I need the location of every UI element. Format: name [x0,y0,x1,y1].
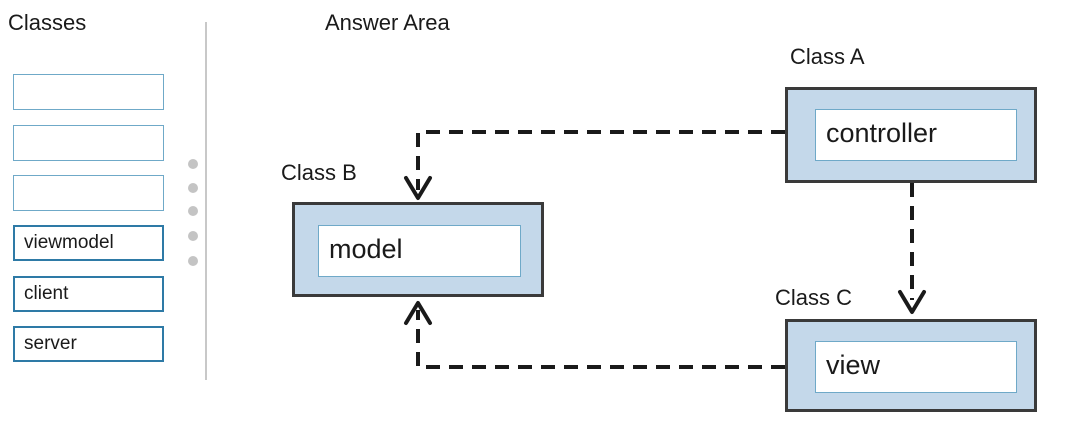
arrow-c-to-b [416,310,785,369]
arrowhead-b-top [404,176,432,200]
empty-slot[interactable] [13,125,164,161]
arrowhead-c-top [898,290,926,314]
classes-heading: Classes [8,10,87,35]
class-item-viewmodel[interactable]: viewmodel [13,225,164,261]
drag-dot [188,183,198,193]
class-a-label: Class A [790,44,865,69]
empty-slot[interactable] [13,175,164,211]
class-item-client[interactable]: client [13,276,164,312]
class-b-label: Class B [281,160,357,185]
panel-divider [205,22,207,380]
class-b-box: model [292,202,544,297]
class-a-box: controller [785,87,1037,183]
drag-dot [188,231,198,241]
empty-slot[interactable] [13,74,164,110]
class-c-box: view [785,319,1037,412]
arrowhead-b-bottom [404,301,432,325]
class-c-label: Class C [775,285,853,310]
answer-area-heading: Answer Area [325,10,450,35]
class-c-drop-target[interactable]: view [815,341,1017,393]
arrow-a-to-b [416,130,785,190]
class-a-drop-target[interactable]: controller [815,109,1017,161]
class-item-server[interactable]: server [13,326,164,362]
class-b-drop-target[interactable]: model [318,225,521,277]
drag-dot [188,256,198,266]
drag-dot [188,159,198,169]
drag-dot [188,206,198,216]
